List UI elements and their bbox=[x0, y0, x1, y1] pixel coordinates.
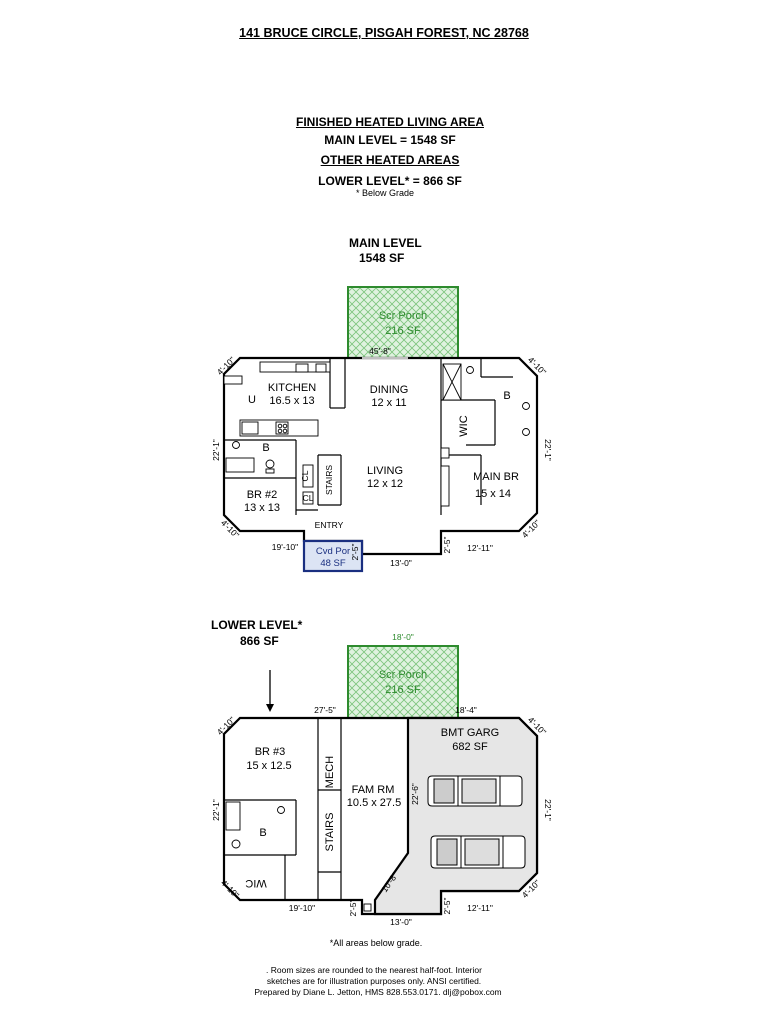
lower-porch-name: Scr Porch bbox=[379, 669, 427, 681]
lower-screened-porch bbox=[347, 645, 459, 719]
lower-level-area-summary: LOWER LEVEL* = 866 SF bbox=[318, 174, 462, 188]
lower-dim-step-right: 2'-5" bbox=[442, 898, 452, 915]
lower-interior-walls bbox=[224, 718, 342, 900]
lower-level-heading: LOWER LEVEL* bbox=[211, 618, 303, 632]
lower-dim-bottom-right: 12'-11" bbox=[467, 903, 493, 913]
main-dim-bottom-mid: 13'-0" bbox=[390, 558, 412, 568]
lower-dim-right: 22'-1" bbox=[543, 799, 553, 821]
disclaimer-line-2: sketches are for illustration purposes o… bbox=[266, 976, 482, 986]
entry-label: ENTRY bbox=[315, 520, 344, 530]
garage-wall-dim: 22'-6" bbox=[410, 783, 420, 805]
covered-porch bbox=[302, 539, 364, 573]
other-areas-heading: OTHER HEATED AREAS bbox=[320, 153, 460, 167]
dining-size: 12 x 11 bbox=[371, 397, 406, 409]
main-dim-top: 45'-8" bbox=[369, 346, 391, 356]
main-wic-label: WIC bbox=[458, 415, 470, 436]
br3-name: BR #3 bbox=[255, 746, 286, 758]
closet-label-2: CL bbox=[303, 493, 314, 503]
lower-porch-area: 216 SF bbox=[385, 684, 421, 696]
lower-porch-dim: 18'-0" bbox=[392, 632, 414, 642]
br2-size: 13 x 13 bbox=[244, 502, 280, 514]
property-address-title: 141 BRUCE CIRCLE, PISGAH FOREST, NC 2876… bbox=[239, 26, 529, 40]
main-stairs-label: STAIRS bbox=[324, 465, 334, 495]
lower-dim-left: 22'-1" bbox=[211, 799, 221, 821]
master-bath-label: B bbox=[503, 390, 510, 402]
lower-dim-bottom-mid: 13'-0" bbox=[390, 917, 412, 927]
fam-rm-name: FAM RM bbox=[352, 784, 395, 796]
main-porch-area: 216 SF bbox=[385, 325, 421, 337]
lower-dim-bottom-left: 19'-10" bbox=[289, 903, 315, 913]
main-bath-label: B bbox=[262, 442, 269, 454]
lower-bath-label: B bbox=[259, 827, 266, 839]
garage-name: BMT GARG bbox=[441, 727, 499, 739]
lower-stairs-label: STAIRS bbox=[324, 813, 336, 852]
kitchen-name: KITCHEN bbox=[268, 382, 316, 394]
preparer-line: Prepared by Diane L. Jetton, HMS 828.553… bbox=[254, 987, 502, 997]
lower-dim-top-left: 27'-5" bbox=[314, 705, 336, 715]
fam-rm-size: 10.5 x 27.5 bbox=[347, 797, 401, 809]
kitchen-fixtures bbox=[223, 361, 530, 507]
main-level-area-summary: MAIN LEVEL = 1548 SF bbox=[324, 133, 456, 147]
main-level-heading: MAIN LEVEL bbox=[349, 236, 422, 250]
finished-area-heading: FINISHED HEATED LIVING AREA bbox=[295, 115, 484, 129]
main-dim-bottom-right: 12'-11" bbox=[467, 543, 493, 553]
covered-porch-name: Cvd Por bbox=[316, 546, 350, 557]
mech-label: MECH bbox=[324, 756, 336, 788]
main-dim-right: 22'-1" bbox=[543, 439, 553, 461]
below-grade-note: * Below Grade bbox=[355, 188, 415, 198]
main-dim-left: 22'-1" bbox=[211, 439, 221, 461]
lower-wic-label: WIC bbox=[245, 877, 266, 889]
main-screened-porch bbox=[347, 286, 459, 359]
all-below-grade-note: *All areas below grade. bbox=[329, 938, 423, 948]
kitchen-u-label: U bbox=[248, 394, 256, 406]
main-level-area: 1548 SF bbox=[359, 251, 405, 265]
lower-door-marker bbox=[363, 903, 372, 912]
main-dim-step-right: 2'-5" bbox=[442, 537, 452, 554]
main-dim-step-left: 2'-5" bbox=[350, 544, 360, 561]
dining-name: DINING bbox=[370, 384, 409, 396]
main-br-name: MAIN BR bbox=[473, 471, 519, 483]
closet-label-1: CL bbox=[300, 470, 310, 481]
garage-area: 682 SF bbox=[452, 741, 488, 753]
disclaimer-line-1: . Room sizes are rounded to the nearest … bbox=[266, 965, 482, 975]
entry-arrow-head bbox=[266, 704, 274, 712]
main-porch-name: Scr Porch bbox=[379, 310, 427, 322]
lower-bath-fixtures bbox=[225, 801, 285, 849]
lower-dim-top-right: 18'-4" bbox=[455, 705, 477, 715]
lower-dim-step-left: 2'-5" bbox=[348, 900, 358, 917]
living-name: LIVING bbox=[367, 465, 403, 477]
main-interior-walls bbox=[224, 358, 513, 515]
main-dim-bottom-left: 19'-10" bbox=[272, 542, 298, 552]
living-size: 12 x 12 bbox=[367, 478, 403, 490]
garage-car-2 bbox=[430, 835, 526, 869]
covered-porch-area: 48 SF bbox=[320, 558, 346, 569]
lower-level-area: 866 SF bbox=[240, 634, 279, 648]
br2-name: BR #2 bbox=[247, 489, 278, 501]
br3-size: 15 x 12.5 bbox=[246, 760, 291, 772]
main-br-size: 15 x 14 bbox=[475, 488, 511, 500]
garage-car-1 bbox=[427, 775, 523, 807]
kitchen-size: 16.5 x 13 bbox=[269, 395, 314, 407]
